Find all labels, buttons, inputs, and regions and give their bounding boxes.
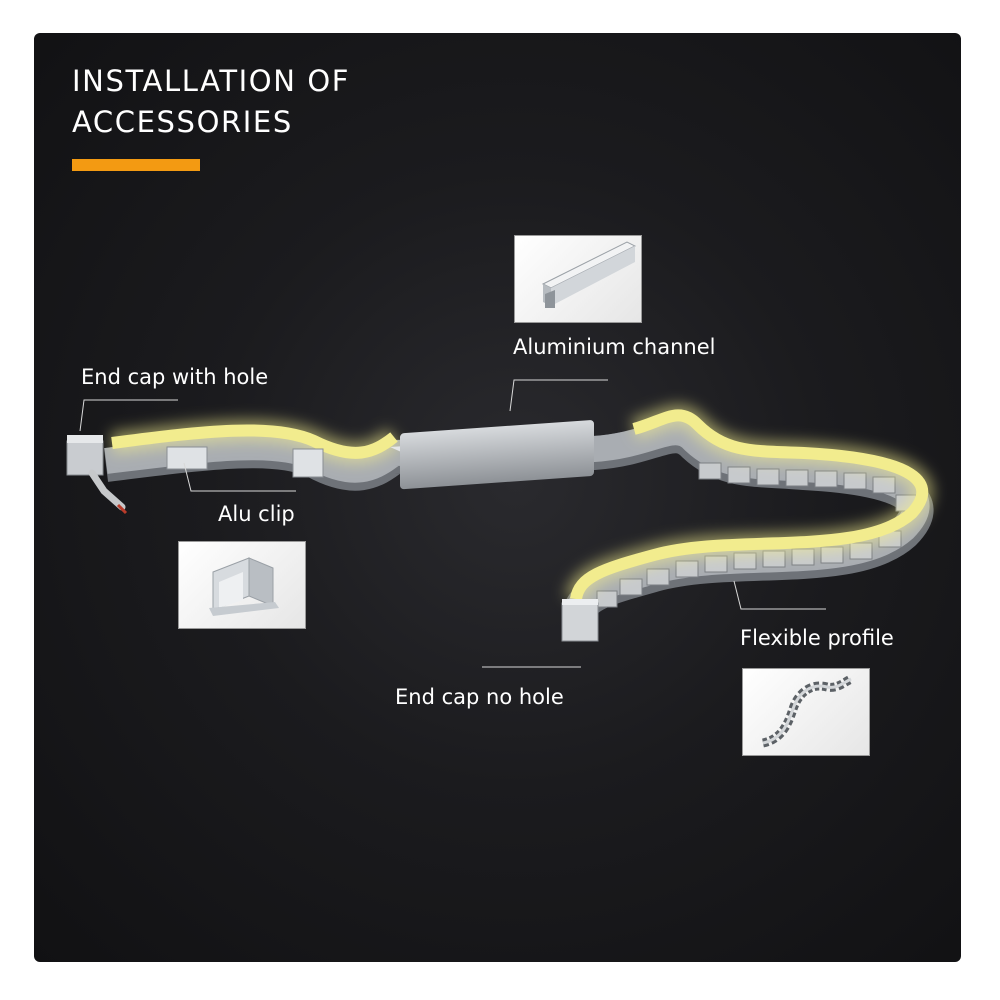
label-end-cap-no-hole: End cap no hole — [395, 685, 564, 709]
flexible-profile-segments — [596, 462, 917, 608]
flexible-profile-thumbnail — [742, 668, 870, 756]
led-neon-strip-illustration — [66, 379, 934, 668]
title-accent-bar — [72, 159, 200, 171]
label-aluminium-channel: Aluminium channel — [513, 335, 716, 359]
label-end-cap-with-hole: End cap with hole — [81, 365, 269, 389]
title-line-1: INSTALLATION OF — [72, 64, 351, 98]
label-alu-clip: Alu clip — [218, 502, 295, 526]
aluminium-channel-thumbnail — [514, 235, 642, 323]
page-title: INSTALLATION OF ACCESSORIES — [72, 61, 350, 142]
callout-lines — [79, 379, 826, 668]
label-flexible-profile: Flexible profile — [740, 626, 894, 650]
product-infographic-panel: INSTALLATION OF ACCESSORIES — [34, 33, 961, 962]
aluminium-channel-section — [390, 420, 594, 490]
end-cap-no-hole — [561, 599, 599, 642]
alu-clip-thumbnail — [178, 541, 306, 629]
alu-clips — [166, 446, 324, 478]
end-cap-with-hole — [66, 435, 128, 515]
title-line-2: ACCESSORIES — [72, 104, 293, 139]
led-strip — [111, 409, 929, 601]
